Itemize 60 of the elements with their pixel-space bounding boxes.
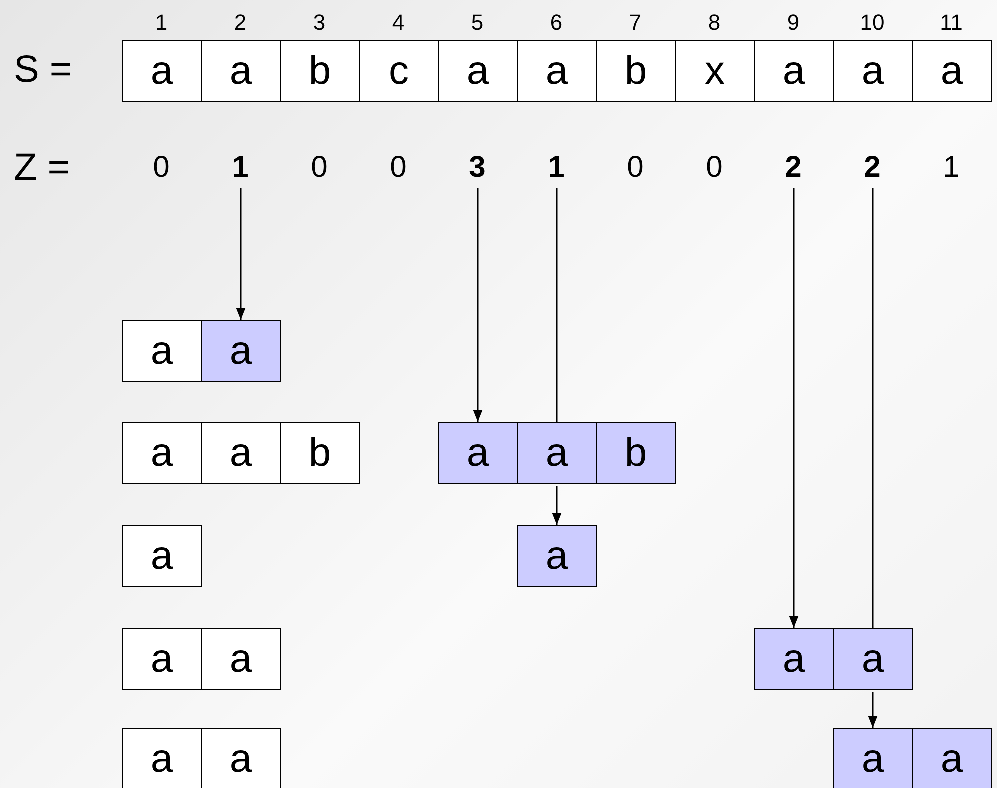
letter-cell: b (280, 40, 360, 102)
row-label: S = (14, 48, 72, 92)
index-number: 6 (549, 10, 564, 36)
letter-cell: a (754, 628, 834, 690)
arrow (236, 188, 246, 320)
index-number: 11 (939, 10, 964, 36)
arrow (552, 486, 562, 525)
letter-cell: a (122, 728, 202, 788)
letter-cell: a (438, 40, 518, 102)
z-value: 2 (858, 150, 888, 186)
letter-cell: b (596, 422, 676, 484)
letter-cell: a (122, 422, 202, 484)
z-value: 1 (226, 150, 256, 186)
letter-cell: a (754, 40, 834, 102)
index-number: 8 (707, 10, 722, 36)
z-value: 1 (936, 150, 966, 186)
index-number: 4 (391, 10, 406, 36)
letter-cell: a (201, 628, 281, 690)
letter-cell: a (201, 728, 281, 788)
letter-cell: a (833, 40, 913, 102)
letter-cell: a (517, 40, 597, 102)
letter-cell: a (122, 320, 202, 382)
letter-cell: c (359, 40, 439, 102)
letter-cell: a (912, 40, 992, 102)
letter-cell: a (833, 628, 913, 690)
arrow (868, 692, 878, 728)
arrow (789, 188, 799, 628)
letter-cell: a (122, 40, 202, 102)
arrow (473, 188, 483, 422)
letter-cell: a (833, 728, 913, 788)
z-value: 0 (384, 150, 414, 186)
letter-cell: b (280, 422, 360, 484)
index-number: 5 (470, 10, 485, 36)
letter-cell: a (201, 40, 281, 102)
letter-cell: a (201, 320, 281, 382)
letter-cell: a (438, 422, 518, 484)
z-value: 3 (462, 150, 492, 186)
letter-cell: a (122, 628, 202, 690)
index-number: 3 (312, 10, 327, 36)
index-number: 2 (233, 10, 248, 36)
letter-cell: a (201, 422, 281, 484)
letter-cell: a (517, 422, 597, 484)
letter-cell: a (912, 728, 992, 788)
letter-cell: b (596, 40, 676, 102)
index-number: 7 (628, 10, 643, 36)
letter-cell: x (675, 40, 755, 102)
row-label: Z = (14, 146, 70, 190)
z-value: 0 (700, 150, 730, 186)
index-number: 9 (786, 10, 801, 36)
connector-line (556, 188, 558, 422)
letter-cell: a (122, 525, 202, 587)
z-value: 0 (304, 150, 334, 186)
z-value: 2 (778, 150, 808, 186)
index-number: 10 (859, 10, 886, 36)
z-value: 0 (146, 150, 176, 186)
connector-line (872, 188, 874, 628)
z-value: 1 (542, 150, 572, 186)
letter-cell: a (517, 525, 597, 587)
z-value: 0 (620, 150, 650, 186)
index-number: 1 (154, 10, 169, 36)
